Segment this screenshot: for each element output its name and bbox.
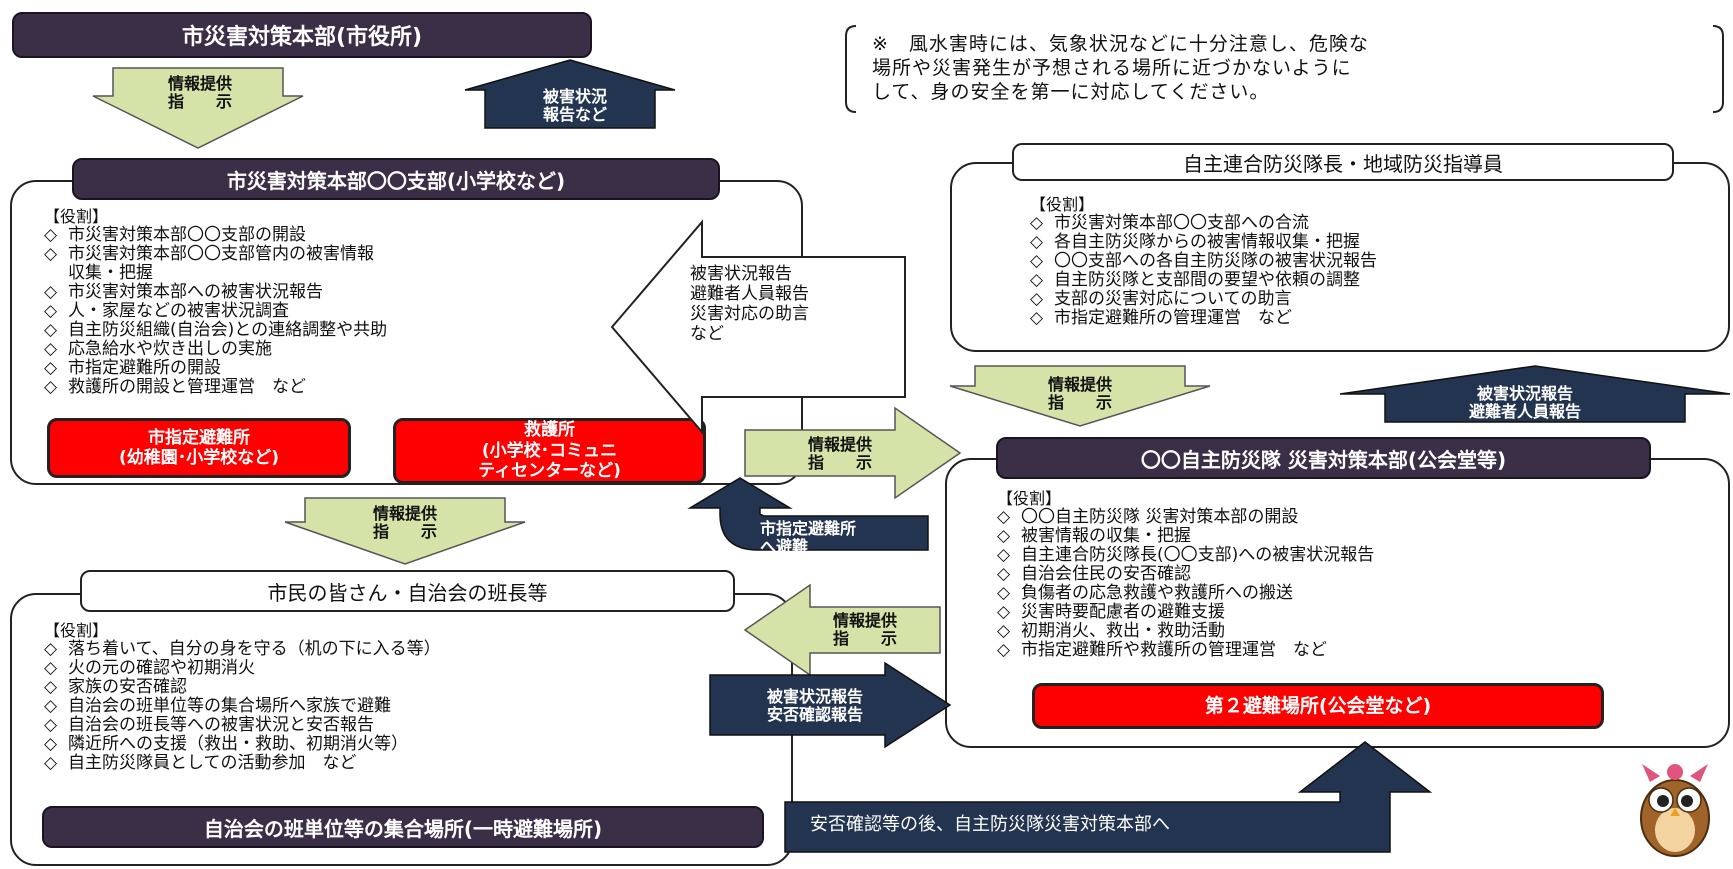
self-defense-roles: 【役割】 ◇〇〇自主防災隊 災害対策本部の開設 ◇被害情報の収集・把握 ◇自主連… bbox=[997, 490, 1374, 660]
bottom-path-label: 安否確認等の後、自主防災隊災害対策本部へ bbox=[810, 814, 1170, 835]
list-item: ◇各自主防災隊からの被害情報収集・把握 bbox=[1030, 232, 1360, 252]
list-item: ◇自主防災組織(自治会)との連絡調整や共助 bbox=[44, 320, 388, 340]
citizens-to-right-arrow bbox=[709, 661, 952, 749]
branch-role-list: ◇市災害対策本部〇〇支部の開設 ◇市災害対策本部〇〇支部管内の被害情報 収集・把… bbox=[44, 226, 387, 397]
list-item: ◇〇〇自主防災隊 災害対策本部の開設 bbox=[997, 507, 1299, 527]
owl-mascot bbox=[1640, 764, 1710, 857]
leader-role-list: ◇市災害対策本部〇〇支部への合流 ◇各自主防災隊からの被害情報収集・把握 ◇〇〇… bbox=[1030, 214, 1377, 328]
branch-to-right-label: 情報提供 指 示 bbox=[807, 435, 872, 472]
list-item: ◇負傷者の応急救護や救護所への搬送 bbox=[997, 583, 1293, 603]
self-defense-role-list: ◇〇〇自主防災隊 災害対策本部の開設 ◇被害情報の収集・把握 ◇自主連合防災隊長… bbox=[997, 508, 1374, 660]
hq-down-arrow bbox=[92, 67, 304, 149]
caution-note: ※ 風水害時には、気象状況などに十分注意し、危険な 場所や災害発生が予想される場… bbox=[842, 22, 1727, 116]
leader-roles: 【役割】 ◇市災害対策本部〇〇支部への合流 ◇各自主防災隊からの被害情報収集・把… bbox=[1030, 196, 1377, 328]
branch-from-right-label: 被害状況報告 避難者人員報告 災害対応の助言 など bbox=[690, 264, 809, 344]
list-item: ◇火の元の確認や初期消火 bbox=[44, 658, 255, 678]
list-item: ◇応急給水や炊き出しの実施 bbox=[44, 339, 272, 359]
citizens-to-right-label: 被害状況報告 安否確認報告 bbox=[766, 687, 863, 724]
list-item: ◇市災害対策本部〇〇支部管内の被害情報 bbox=[44, 244, 374, 264]
list-item: ◇家族の安否確認 bbox=[44, 677, 187, 697]
list-item: ◇救護所の開設と管理運営 など bbox=[44, 377, 306, 397]
branch-roles: 【役割】 ◇市災害対策本部〇〇支部の開設 ◇市災害対策本部〇〇支部管内の被害情報… bbox=[44, 208, 387, 397]
list-item: ◇災害時要配慮者の避難支援 bbox=[997, 602, 1225, 622]
citizens-roles: 【役割】 ◇落ち着いて、自分の身を守る（机の下に入る等） ◇火の元の確認や初期消… bbox=[44, 622, 441, 773]
branch-to-right-arrow bbox=[744, 406, 962, 500]
list-item: ◇被害情報の収集・把握 bbox=[997, 526, 1191, 546]
list-item: ◇自主連合防災隊長(〇〇支部)への被害状況報告 bbox=[997, 545, 1375, 565]
list-item: ◇市指定避難所の開設 bbox=[44, 358, 221, 378]
list-item: ◇市指定避難所や救護所の管理運営 など bbox=[997, 640, 1327, 660]
leader-down-arrow bbox=[949, 365, 1211, 427]
branch-from-right-arrow bbox=[610, 219, 906, 435]
list-item: ◇落ち着いて、自分の身を守る（机の下に入る等） bbox=[44, 639, 441, 659]
city-hq-title: 市災害対策本部(市役所) bbox=[12, 12, 592, 58]
branch-down-arrow bbox=[284, 497, 526, 565]
second-evacuation-site-box: 第２避難場所(公会堂など) bbox=[1032, 683, 1604, 729]
citizens-title: 市民の皆さん・自治会の班長等 bbox=[80, 570, 735, 612]
leader-down-label: 情報提供 指 示 bbox=[1047, 375, 1112, 412]
list-item: ◇市災害対策本部への被害状況報告 bbox=[44, 282, 323, 302]
list-item: ◇自治会の班長等への被害状況と安否報告 bbox=[44, 715, 374, 735]
leader-up-label: 被害状況報告 避難者人員報告 bbox=[1468, 384, 1581, 421]
citizens-role-list: ◇落ち着いて、自分の身を守る（机の下に入る等） ◇火の元の確認や初期消火 ◇家族… bbox=[44, 640, 441, 773]
citizens-from-right-arrow bbox=[743, 583, 941, 677]
evacuate-arrow bbox=[687, 477, 929, 551]
list-item: ◇市災害対策本部〇〇支部への合流 bbox=[1030, 213, 1309, 233]
city-hq-title-text: 市災害対策本部(市役所) bbox=[181, 25, 423, 50]
citizens-from-right-label: 情報提供 指 示 bbox=[832, 611, 897, 648]
note-brackets bbox=[845, 25, 1724, 113]
citizens-role-heading: 【役割】 bbox=[44, 621, 109, 640]
list-item: ◇初期消火、救出・救助活動 bbox=[997, 621, 1225, 641]
list-item: ◇隣近所への支援（救出・救助、初期消火等） bbox=[44, 734, 408, 754]
leader-role-heading: 【役割】 bbox=[1030, 195, 1095, 214]
list-item: ◇自治会の班単位等の集合場所へ家族で避難 bbox=[44, 696, 391, 716]
designated-shelter-box: 市指定避難所 (幼稚園･小学校など) bbox=[47, 418, 351, 478]
list-item: ◇自主防災隊と支部間の要望や依頼の調整 bbox=[1030, 270, 1360, 290]
first-aid-station-box: 救護所 (小学校･コミュニ ティセンターなど) bbox=[393, 418, 706, 484]
branch-role-heading: 【役割】 bbox=[44, 207, 109, 226]
self-defense-role-heading: 【役割】 bbox=[997, 489, 1062, 508]
list-item: ◇市指定避難所の管理運営 など bbox=[1030, 308, 1292, 328]
list-item: ◇自主防災隊員としての活動参加 など bbox=[44, 753, 357, 773]
list-item: ◇市災害対策本部〇〇支部の開設 bbox=[44, 225, 306, 245]
list-item-continuation: 収集・把握 bbox=[68, 263, 153, 283]
hq-up-arrow bbox=[464, 59, 676, 129]
list-item: ◇支部の災害対応についての助言 bbox=[1030, 289, 1292, 309]
branch-down-label: 情報提供 指 示 bbox=[372, 504, 437, 541]
list-item: ◇〇〇支部への各自主防災隊の被害状況報告 bbox=[1030, 251, 1377, 271]
gathering-point-box: 自治会の班単位等の集合場所(一時避難場所) bbox=[42, 806, 764, 848]
branch-title: 市災害対策本部〇〇支部(小学校など) bbox=[72, 158, 720, 200]
list-item: ◇人・家屋などの被害状況調査 bbox=[44, 301, 289, 321]
list-item: ◇自治会住民の安否確認 bbox=[997, 564, 1191, 584]
leader-title: 自主連合防災隊長・地域防災指導員 bbox=[1012, 143, 1674, 181]
bottom-path-arrow bbox=[784, 741, 1433, 853]
hq-up-label: 被害状況 報告など bbox=[542, 87, 607, 124]
leader-up-arrow bbox=[1339, 365, 1731, 423]
note-line-3: して、身の安全を第一に対応してください。 bbox=[872, 81, 1270, 103]
note-line-2: 場所や災害発生が予想される場所に近づかないように bbox=[872, 57, 1352, 79]
hq-down-label: 情報提供 指 示 bbox=[167, 74, 232, 111]
evacuate-label: 市指定避難所 へ避難 bbox=[760, 519, 857, 556]
self-defense-title: 〇〇自主防災隊 災害対策本部(公会堂等) bbox=[996, 437, 1651, 479]
note-line-1: ※ 風水害時には、気象状況などに十分注意し、危険な bbox=[872, 33, 1369, 55]
